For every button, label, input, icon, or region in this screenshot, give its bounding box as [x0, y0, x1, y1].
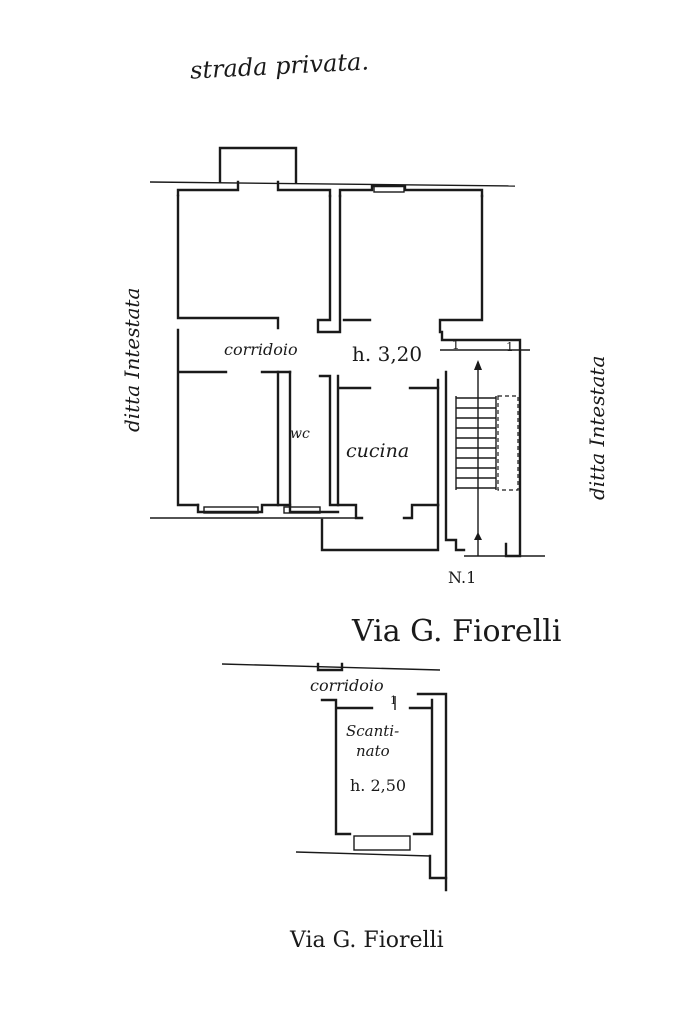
wall-mid-top — [316, 194, 342, 334]
corridor-label: corridoio — [224, 340, 298, 359]
window-bottom-2 — [283, 506, 321, 514]
room-top-right — [438, 194, 484, 334]
basement-room-line1: Scanti- — [346, 722, 400, 740]
bottom-wall — [196, 503, 340, 514]
top-street-line — [149, 181, 516, 187]
left-side-label: ditta Intestata — [120, 287, 144, 432]
wc-label: wc — [290, 426, 310, 442]
basement-notch — [316, 662, 344, 672]
stair-outline-2 — [444, 370, 466, 552]
stair-steps — [455, 396, 497, 490]
height-label: h. 3,20 — [352, 342, 423, 366]
bottom-wall-2 — [336, 503, 364, 520]
stair-arrow-head — [474, 360, 482, 370]
basement-corner — [428, 854, 448, 880]
top-wall-right — [276, 180, 332, 198]
basement-room-line2: nato — [356, 742, 390, 760]
basement-top-line — [221, 663, 441, 671]
bottom-passage — [320, 503, 440, 552]
basement-window — [353, 835, 411, 851]
basement-bottom-line — [295, 851, 431, 857]
basement-marker: 1 — [390, 694, 397, 707]
stair-dashed — [497, 395, 519, 491]
kitchen-label: cucina — [346, 440, 410, 462]
kitchen-left-wall — [318, 374, 340, 507]
basement-left-wall — [320, 698, 352, 836]
top-wall-left — [176, 180, 240, 197]
room-top-left — [176, 194, 280, 330]
basement-height: h. 2,50 — [350, 776, 407, 795]
left-exterior — [176, 328, 200, 507]
stair-outline — [440, 330, 522, 558]
top-wall-right2 — [338, 184, 484, 198]
number-label: N.1 — [448, 568, 477, 587]
street-label-basement: Via G. Fiorelli — [290, 928, 444, 953]
balcony — [218, 146, 298, 184]
window-bottom-1 — [203, 506, 259, 514]
basement-right-wall — [412, 698, 434, 836]
basement-corridor-label: corridoio — [310, 676, 384, 695]
basement-right-outer — [416, 692, 448, 892]
bottom-wall-3 — [402, 503, 440, 520]
stair-marker-right: 1 — [506, 340, 514, 354]
stair-arrow-bottom — [474, 532, 482, 540]
stair-marker-left: 1 — [452, 338, 460, 352]
street-label-ground: Via G. Fiorelli — [352, 614, 562, 649]
right-side-label: ditta Intestata — [585, 355, 609, 500]
window-top — [373, 185, 405, 193]
